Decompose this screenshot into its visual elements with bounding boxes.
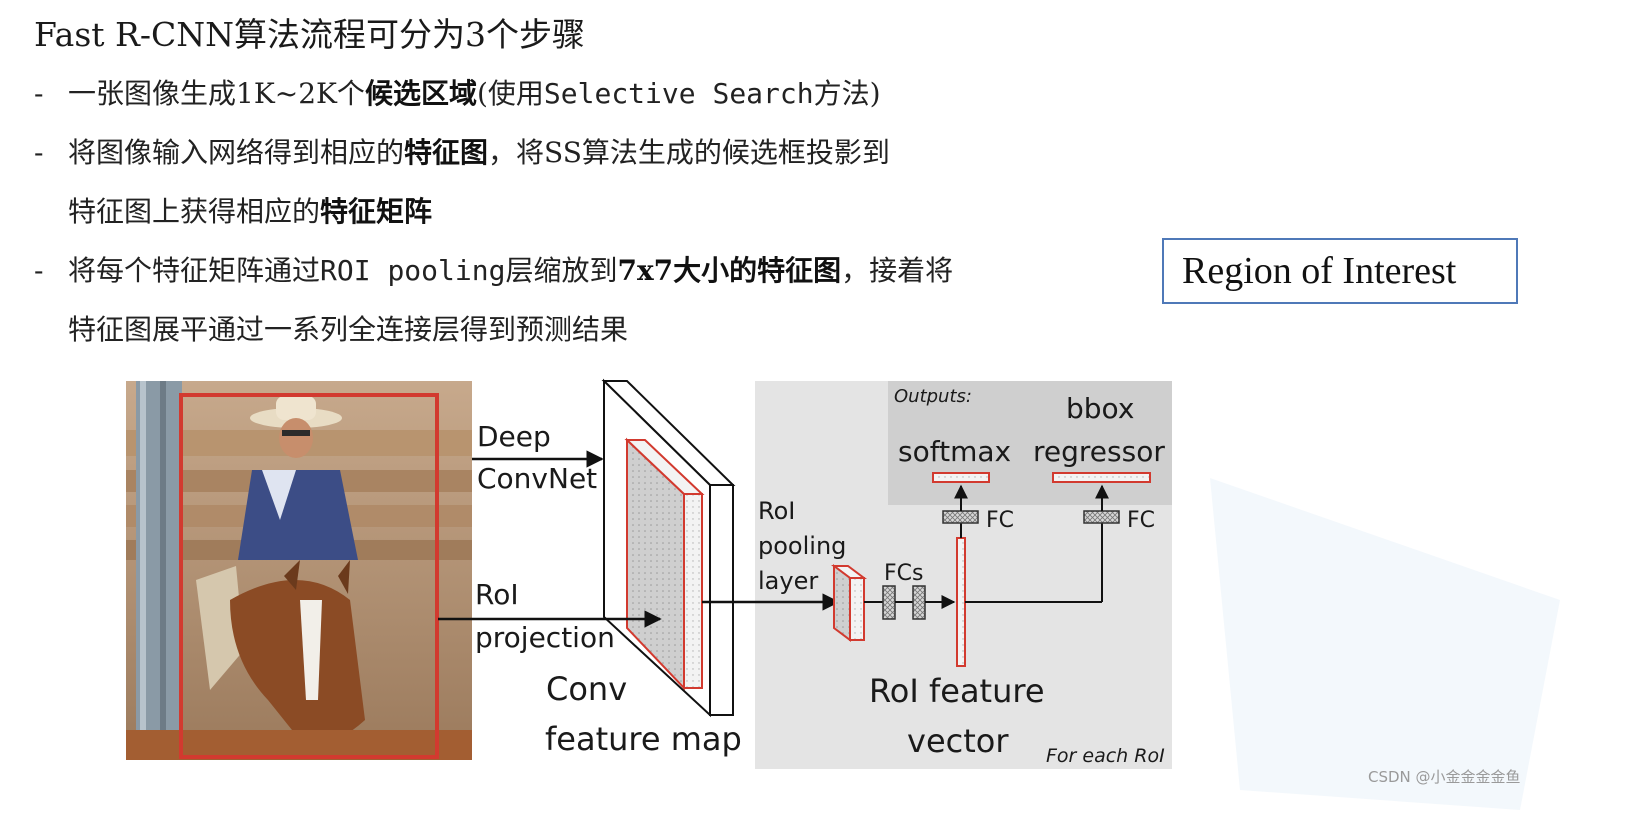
bullet-1-text: 一张图像生成1K~2K个 <box>68 77 365 110</box>
fc-block <box>912 585 926 620</box>
watermark: CSDN @小金金金金鱼 <box>1368 768 1521 786</box>
label-regressor: regressor <box>1033 435 1165 468</box>
rol-feature-vector-bar <box>956 537 966 667</box>
outputs-panel <box>888 381 1172 505</box>
input-photo <box>126 381 472 760</box>
label-softmax: softmax <box>898 435 1011 468</box>
label-fc-left: FC <box>986 508 1014 533</box>
bullet-3: -将每个特征矩阵通过ROI pooling层缩放到7x7大小的特征图，接着将 <box>34 249 953 289</box>
bullet-3-cont-text: 特征图展平通过一系列全连接层得到预测结果 <box>68 313 629 346</box>
label-projection: projection <box>475 621 615 654</box>
conv-feature-map <box>601 378 736 718</box>
decorative-shape <box>1210 478 1560 810</box>
label-rol-feature: RoI feature <box>869 672 1045 710</box>
label-conv: Conv <box>546 670 627 708</box>
label-bbox: bbox <box>1066 392 1134 425</box>
bullet-dash: - <box>34 136 44 169</box>
slide-title: Fast R-CNN算法流程可分为3个步骤 <box>34 15 586 54</box>
label-fcs: FCs <box>884 561 923 586</box>
label-vector: vector <box>907 722 1009 760</box>
label-rol-pooling-2: pooling <box>758 532 846 560</box>
fc-softmax-block <box>942 510 979 524</box>
label-convnet: ConvNet <box>477 462 597 495</box>
bullet-2-continued: 特征图上获得相应的特征矩阵 <box>34 190 432 230</box>
bullet-dash: - <box>34 254 44 287</box>
bullet-2: -将图像输入网络得到相应的特征图，将SS算法生成的候选框投影到 <box>34 131 890 171</box>
label-for-each-rol: For each RoI <box>1046 745 1165 767</box>
region-of-interest-callout: Region of Interest <box>1162 238 1518 304</box>
label-feature-map: feature map <box>545 720 742 758</box>
callout-text: Region of Interest <box>1182 250 1457 292</box>
bbox-output-bar <box>1052 472 1151 483</box>
label-fc-right: FC <box>1127 508 1155 533</box>
label-rol-pooling-3: layer <box>758 567 818 595</box>
label-rol-pooling-1: RoI <box>758 497 795 525</box>
bullet-3-continued: 特征图展平通过一系列全连接层得到预测结果 <box>34 308 628 348</box>
bullet-1-tail-b: 方法) <box>813 77 881 110</box>
bullet-3-tail: ，接着将 <box>841 254 954 287</box>
rol-pooling-cube <box>831 564 867 642</box>
bullet-3-mono: ROI pooling <box>320 254 506 287</box>
bullet-2-cont-text: 特征图上获得相应的 <box>68 195 321 228</box>
bullet-3-text-b: 层缩放到 <box>505 254 618 287</box>
bullet-2-bold: 特征图 <box>404 136 489 169</box>
label-rol: RoI <box>475 578 519 611</box>
bullet-1-bold: 候选区域 <box>364 77 477 110</box>
bullet-3-bold: 7x7大小的特征图 <box>617 254 842 287</box>
bullet-3-text-a: 将每个特征矩阵通过 <box>68 254 321 287</box>
fc-bbox-block <box>1083 510 1120 524</box>
bullet-2-text: 将图像输入网络得到相应的 <box>68 136 405 169</box>
softmax-output-bar <box>932 472 990 483</box>
bullet-dash: - <box>34 77 44 110</box>
bullet-2-cont-bold: 特征矩阵 <box>320 195 433 228</box>
label-deep: Deep <box>477 420 551 453</box>
bullet-1: -一张图像生成1K~2K个候选区域(使用Selective Search方法) <box>34 72 881 112</box>
bullet-1-method: Selective Search <box>543 77 814 110</box>
label-outputs: Outputs: <box>894 386 972 407</box>
bullet-2-tail: ，将SS算法生成的候选框投影到 <box>488 136 890 169</box>
fc-block <box>882 585 896 620</box>
bullet-1-tail-a: (使用 <box>476 77 544 110</box>
